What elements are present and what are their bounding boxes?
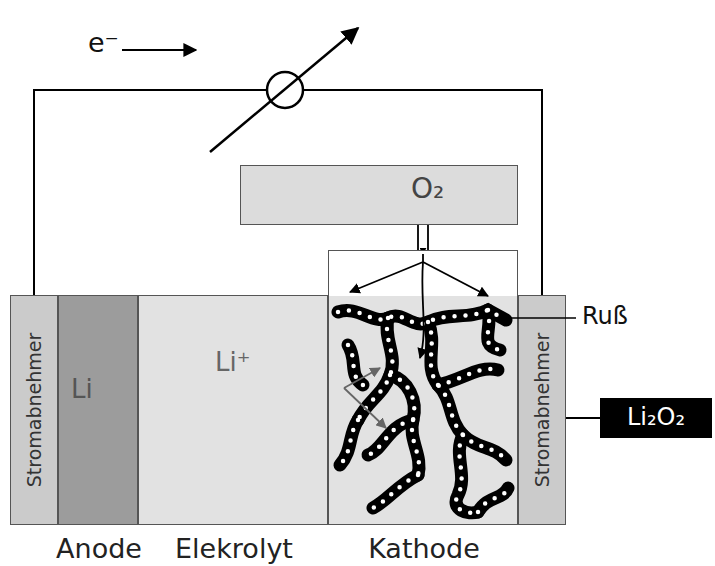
electron-arrow <box>122 49 196 51</box>
current-collector: Stromabnehmer <box>10 295 58 525</box>
gas-reservoir: O₂ <box>240 165 518 225</box>
node-text: Stromabnehmer <box>532 333 553 488</box>
electrolyte-band: Li⁺Elekrolyt <box>138 295 328 525</box>
leader-line <box>508 317 576 319</box>
node-text: Kathode <box>368 534 480 564</box>
product-label-box: Li₂O₂ <box>600 398 712 438</box>
cathode-band: Kathode <box>328 250 518 525</box>
meter-needle <box>210 28 358 152</box>
current-collector: Stromabnehmer <box>518 295 566 525</box>
node-text: Li <box>71 375 93 404</box>
node-text: Stromabnehmer <box>24 333 45 488</box>
anode-band: LiAnode <box>58 295 138 525</box>
node-text: Elekrolyt <box>175 534 293 564</box>
node-text: Li⁺ <box>215 348 250 377</box>
electron-label: e⁻ <box>88 28 119 58</box>
carbon-illustration <box>328 250 518 525</box>
part-label: Ruß <box>582 303 628 329</box>
node-text: Anode <box>56 534 142 564</box>
node-text: Li₂O₂ <box>627 404 685 430</box>
node-text: O₂ <box>411 174 444 205</box>
